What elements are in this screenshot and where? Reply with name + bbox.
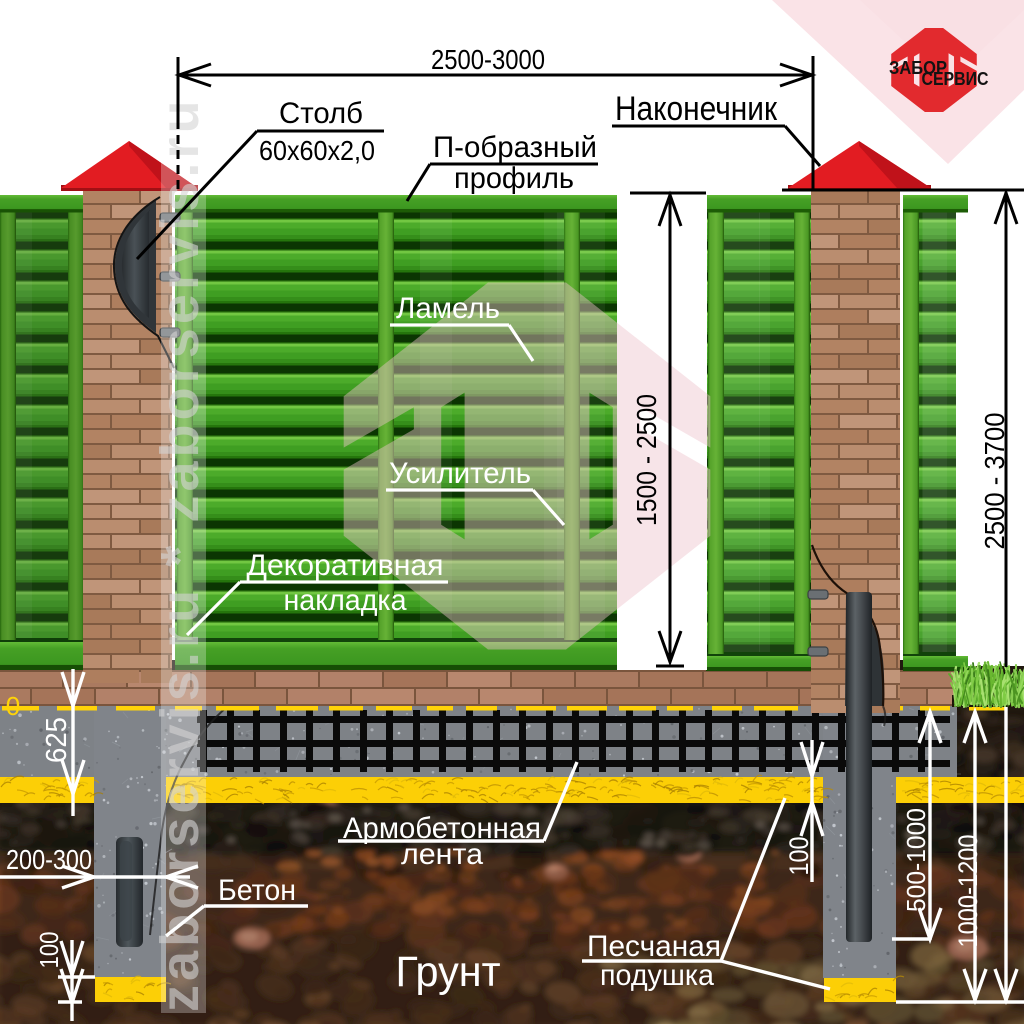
svg-text:0: 0 xyxy=(6,691,20,721)
svg-text:60х60х2,0: 60х60х2,0 xyxy=(259,135,375,166)
svg-text:Усилитель: Усилитель xyxy=(389,457,531,490)
svg-text:200-300: 200-300 xyxy=(6,844,92,875)
svg-text:накладка: накладка xyxy=(284,584,407,617)
svg-text:подушка: подушка xyxy=(600,959,714,992)
svg-text:ЗАБОР: ЗАБОР xyxy=(889,58,947,78)
svg-text:Армобетонная: Армобетонная xyxy=(343,812,541,845)
svg-text:лента: лента xyxy=(401,838,483,871)
svg-text:Декоративная: Декоративная xyxy=(247,549,444,582)
svg-text:2500-3000: 2500-3000 xyxy=(431,44,545,75)
svg-text:500-1000: 500-1000 xyxy=(901,808,931,912)
svg-text:П-образный: П-образный xyxy=(433,131,597,164)
svg-text:zaborservis.ru * zaborservis.r: zaborservis.ru * zaborservis.ru xyxy=(150,97,210,1012)
svg-text:Бетон: Бетон xyxy=(218,874,296,907)
svg-text:Ламель: Ламель xyxy=(396,292,500,325)
svg-text:1000-1200: 1000-1200 xyxy=(953,835,983,948)
svg-text:Наконечник: Наконечник xyxy=(615,90,778,128)
svg-text:профиль: профиль xyxy=(454,162,574,195)
svg-text:1500 - 2500: 1500 - 2500 xyxy=(631,394,662,526)
svg-text:Столб: Столб xyxy=(279,97,363,130)
svg-text:Песчаная: Песчаная xyxy=(587,930,721,963)
svg-text:2500 - 3700: 2500 - 3700 xyxy=(979,413,1010,550)
svg-text:100: 100 xyxy=(784,837,814,876)
svg-text:100: 100 xyxy=(34,932,64,969)
svg-text:СЕРВИС: СЕРВИС xyxy=(922,69,989,89)
svg-text:625: 625 xyxy=(41,717,73,763)
svg-text:Грунт: Грунт xyxy=(396,948,501,996)
